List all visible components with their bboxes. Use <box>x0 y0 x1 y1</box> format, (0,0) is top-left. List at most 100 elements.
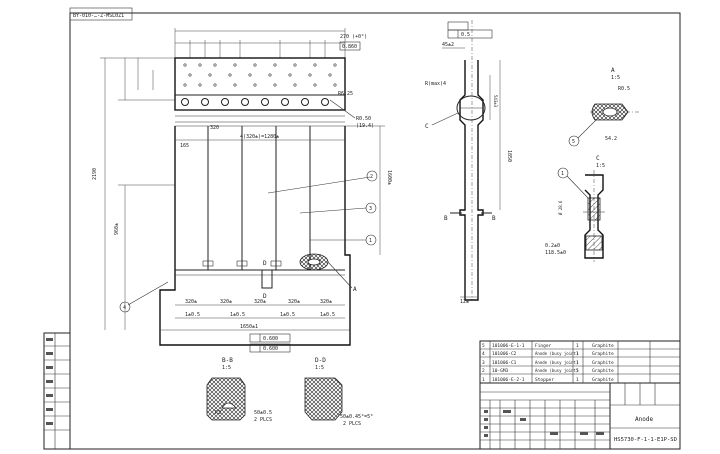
svg-text:A: A <box>353 286 357 293</box>
parts-no: 5 <box>482 343 485 349</box>
pitch-label: 320± <box>320 299 332 305</box>
tolerance-label: 1±0.5 <box>280 312 295 318</box>
section-dd-label: D-D <box>315 357 326 364</box>
revision-strip <box>43 332 71 450</box>
parts-row: 4 101006-C2 Anode (busy joint) 1 Graphit… <box>482 351 614 357</box>
svg-text:0.600: 0.600 <box>263 346 278 352</box>
section-d-d: D-D 1:5 50±0.45°=5° 2 PLCS <box>304 357 373 427</box>
parts-code: 101006-E-2-1 <box>492 377 525 383</box>
detail-a-scale: 1:5 <box>611 75 620 81</box>
section-bb-label: B-B <box>222 357 233 364</box>
parts-code: 101006-C2 <box>492 351 517 357</box>
side-view: 0.5 45±2 1850 543±3 12± R(max)4 C B B <box>425 20 512 305</box>
parts-code: 101006-E-1-1 <box>492 343 525 349</box>
overall-height-label: 2190 <box>92 168 98 180</box>
parts-row: 5 101006-E-1-1 Finger 1 Graphite <box>482 343 614 349</box>
callout-number: 3 <box>369 206 372 212</box>
code-stamp: BY-010-…-Z-MSL0Z1 <box>73 13 124 19</box>
svg-text:R(max)4: R(max)4 <box>425 81 446 87</box>
tolerance-label: 1±0.5 <box>320 312 335 318</box>
parts-row: 3 101006-C1 Anode (busy joint) 1 Graphit… <box>482 360 614 366</box>
svg-text:B: B <box>492 215 496 222</box>
side-bottom-width: 12± <box>460 299 469 305</box>
svg-text:R0.5: R0.5 <box>618 86 630 92</box>
parts-name: Finger <box>535 343 552 349</box>
svg-text:50±0.45°=5°: 50±0.45°=5° <box>340 414 373 420</box>
parts-material: Graphite <box>592 343 614 349</box>
svg-text:50±0.5: 50±0.5 <box>254 410 272 416</box>
section-b-b: B-B 1:5 R3 50±0.5 2 PLCS <box>206 357 272 423</box>
parts-material: Graphite <box>592 360 614 366</box>
section-bb-scale: 1:5 <box>222 365 231 371</box>
tolerance-label: 1±0.5 <box>230 312 245 318</box>
parts-no: 4 <box>482 351 485 357</box>
detail-a: A 1:5 5 R0.5 54.2 <box>568 67 640 147</box>
tolerance-label: 1±0.5 <box>185 312 200 318</box>
parts-no: 2 <box>482 368 485 374</box>
parts-qty: 1 <box>576 351 579 357</box>
svg-text:0.2±0: 0.2±0 <box>545 243 560 249</box>
callout-balloons: 2 3 1 4 <box>119 170 378 313</box>
svg-text:4(320±)=1280±: 4(320±)=1280± <box>240 134 279 140</box>
svg-text:Ø 28.6: Ø 28.6 <box>558 200 563 215</box>
parts-name: Stopper <box>535 377 554 383</box>
drawing-title: Anode <box>635 416 653 423</box>
section-dd-scale: 1:5 <box>315 365 324 371</box>
pitch-label: 320± <box>185 299 197 305</box>
svg-text:165: 165 <box>180 143 189 149</box>
callout-number: 4 <box>123 305 126 311</box>
svg-text:(19.4): (19.4) <box>356 123 374 129</box>
tolerance-label-row: 1±0.5 1±0.5 1±0.5 1±0.5 <box>175 312 345 319</box>
code-stamp-box <box>69 7 133 21</box>
svg-text:R3: R3 <box>215 410 221 416</box>
parts-material: Graphite <box>592 377 614 383</box>
detail-a-label: A <box>611 67 615 74</box>
detail-a-callout: 5 <box>572 139 575 145</box>
parts-qty: 1 <box>576 377 579 383</box>
svg-text:D: D <box>263 293 267 300</box>
detail-c: C 1:5 1 Ø 28.6 0.2±0 118.5±0 <box>545 155 605 262</box>
parts-qty: 5 <box>576 368 579 374</box>
drawing-border <box>69 12 681 450</box>
svg-text:2 PLCS: 2 PLCS <box>254 417 272 423</box>
flatness-label: 0.600 <box>263 336 278 342</box>
svg-text:2 PLCS: 2 PLCS <box>343 421 361 427</box>
title-block: Anode HS5730-F-1-1-E1P-SD <box>479 382 681 450</box>
main-front-view: 2190 960± 1600± 4(320±)=1280± 320 165 32… <box>92 28 392 353</box>
svg-text:D: D <box>263 260 267 267</box>
svg-text:R0.50: R0.50 <box>356 116 371 122</box>
side-height-label: 1850 <box>506 150 512 162</box>
parts-name: Anode (busy joint) <box>535 360 578 365</box>
parts-name: Anode (busy joint) <box>535 351 578 356</box>
callout-number: 1 <box>369 238 372 244</box>
drawing-number: HS5730-F-1-1-E1P-SD <box>614 437 677 443</box>
pitch-label: 320± <box>288 299 300 305</box>
svg-text:1: 1 <box>561 171 564 177</box>
detail-c-scale: 1:5 <box>596 163 605 169</box>
pitch-label-row: 320± 320± 320± 320± 320± <box>175 299 345 306</box>
parts-no: 3 <box>482 360 485 366</box>
pitch-label: 320± <box>254 299 266 305</box>
svg-text:54.2: 54.2 <box>605 136 617 142</box>
parts-code: 10-GM3 <box>492 368 509 374</box>
parts-row: 1 101006-E-2-1 Stopper 1 Graphite <box>482 377 614 383</box>
detail-c-label: C <box>596 155 600 162</box>
svg-text:0.860: 0.860 <box>342 44 357 50</box>
svg-text:118.5±0: 118.5±0 <box>545 250 566 256</box>
parts-row: 2 10-GM3 Anode (busy joint) 5 Graphite <box>482 368 614 374</box>
overall-width-label: 1650±1 <box>240 324 258 330</box>
parts-code: 101006-C1 <box>492 360 517 366</box>
parts-name: Anode (busy joint) <box>535 368 578 373</box>
parts-qty: 1 <box>576 360 579 366</box>
parts-material: Graphite <box>592 368 614 374</box>
svg-text:320: 320 <box>210 125 219 131</box>
svg-text:1600±: 1600± <box>386 170 392 185</box>
svg-text:R6.25: R6.25 <box>338 91 353 97</box>
parts-qty: 1 <box>576 343 579 349</box>
svg-text:C: C <box>425 123 429 130</box>
parts-no: 1 <box>482 377 485 383</box>
svg-text:B: B <box>444 215 448 222</box>
svg-text:960±: 960± <box>114 223 120 235</box>
